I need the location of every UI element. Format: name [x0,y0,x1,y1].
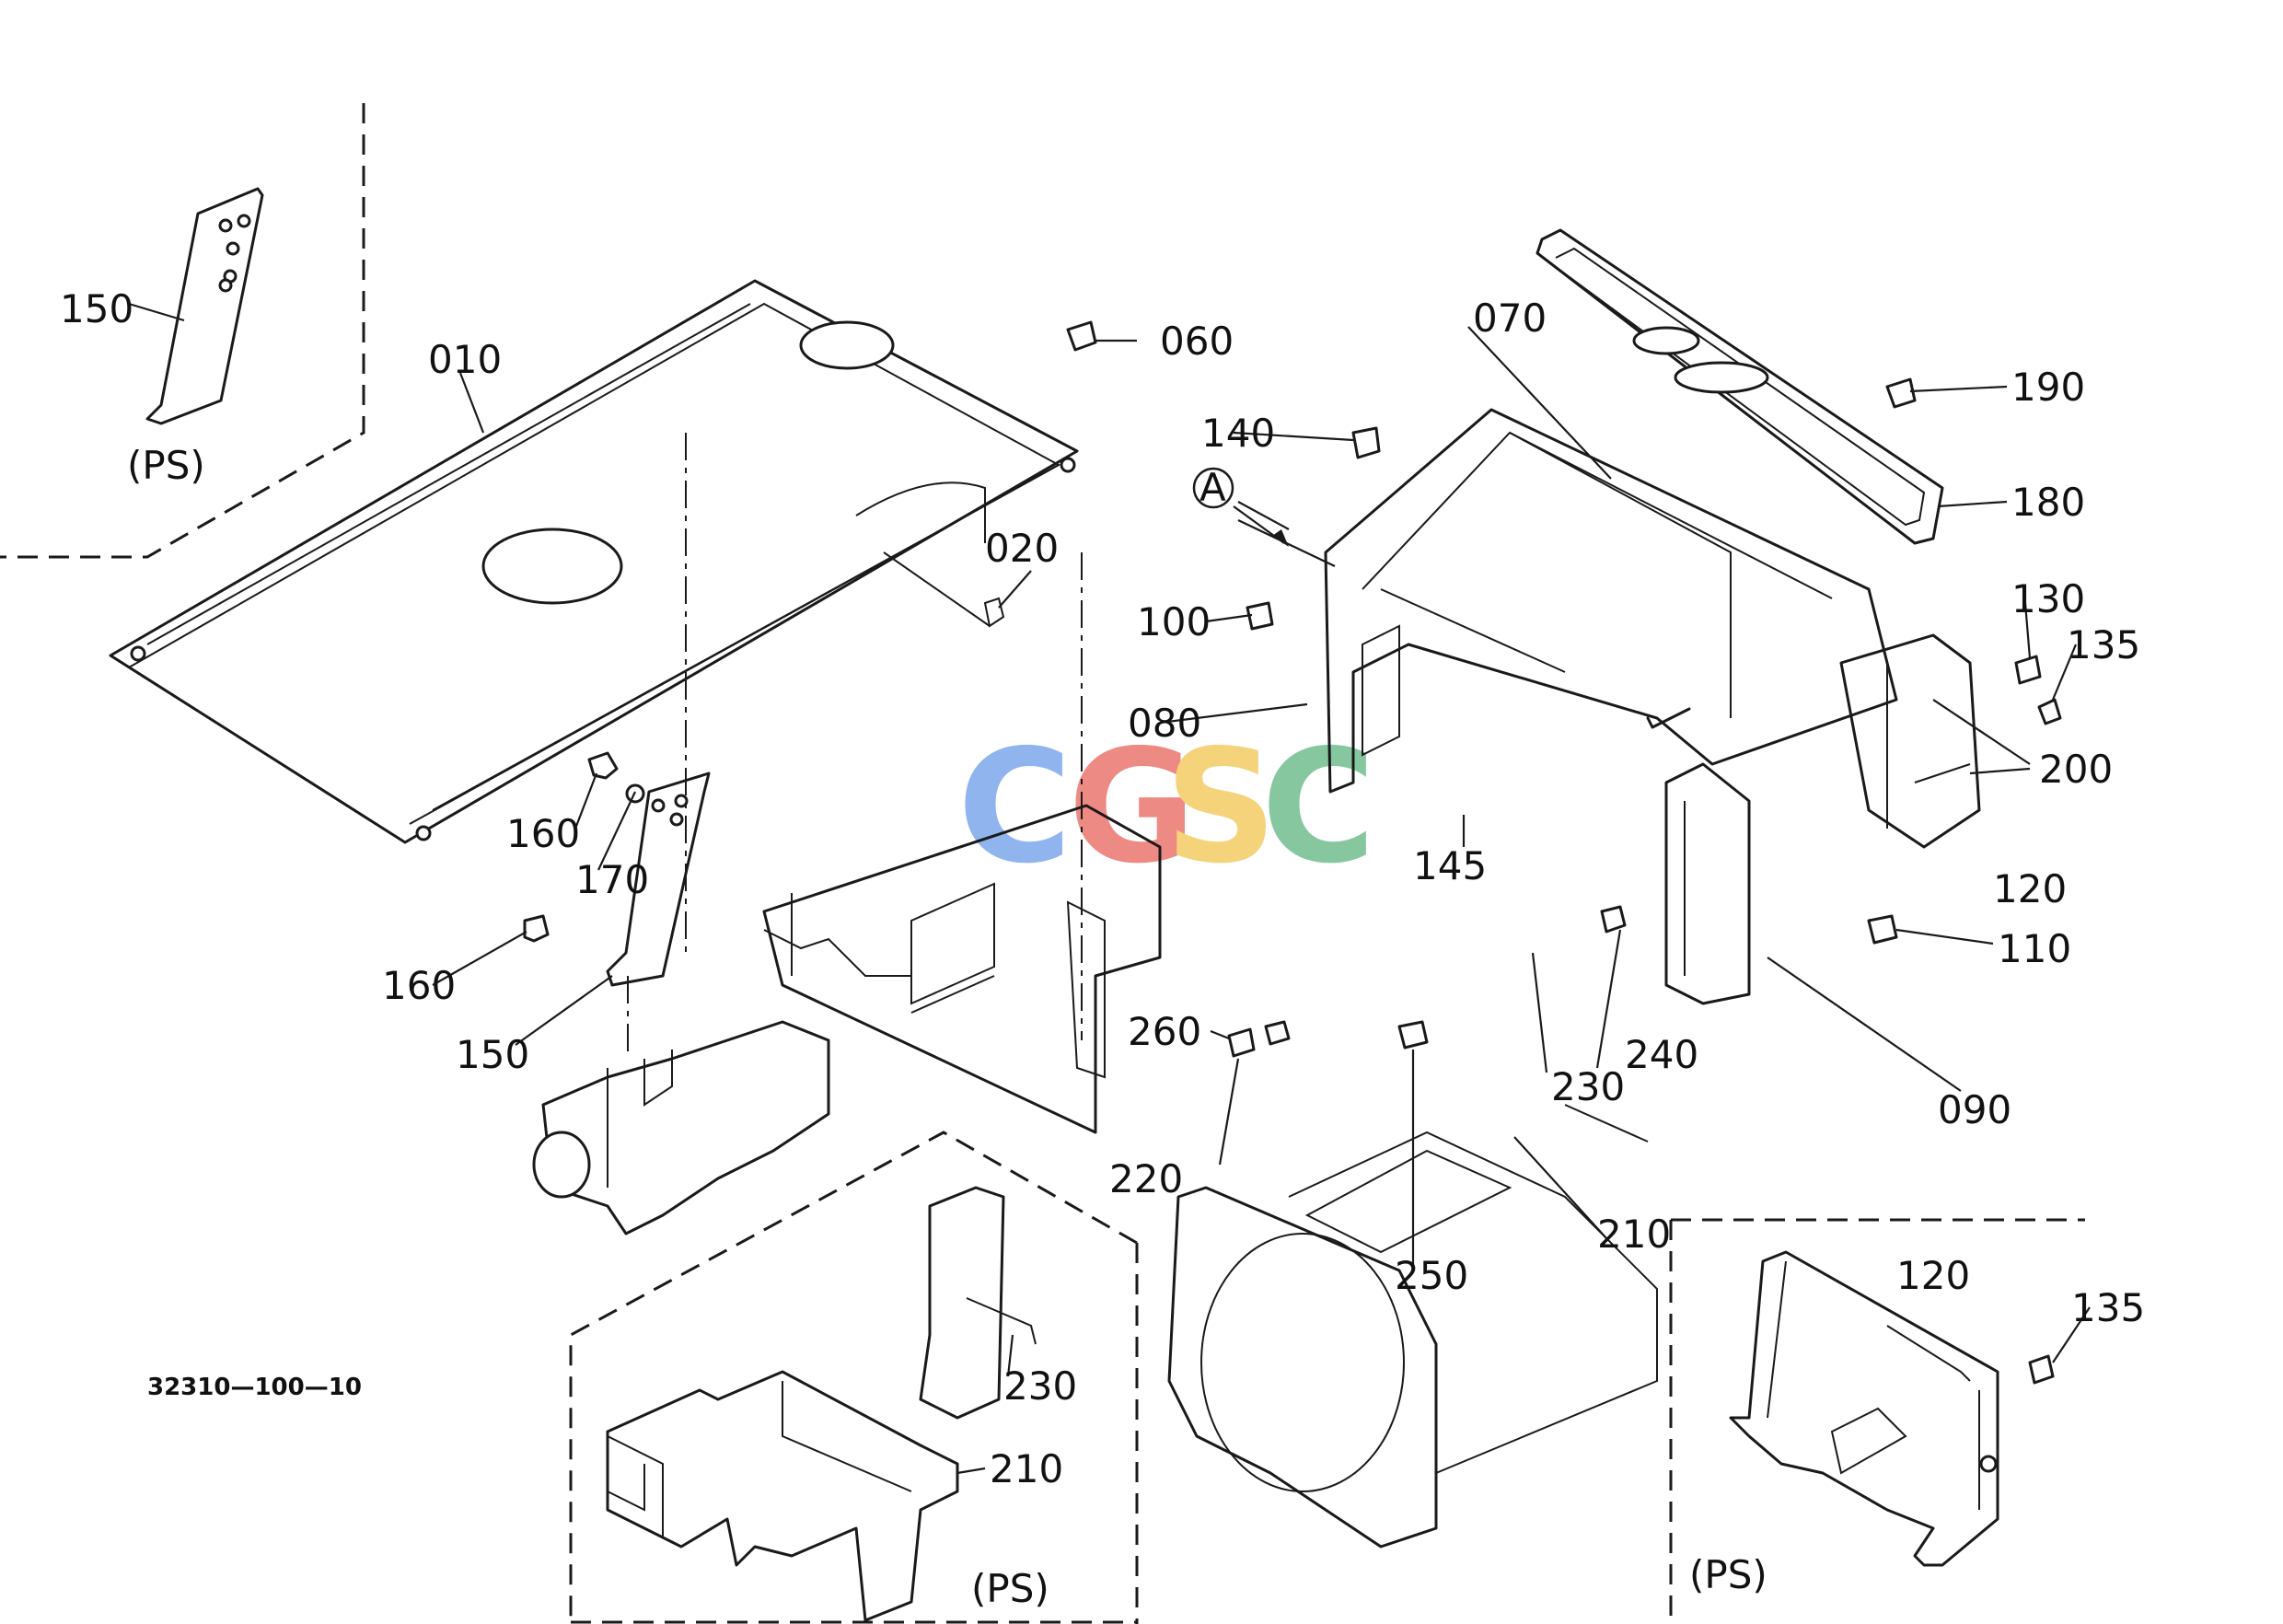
label-120-inset: 120 [1896,1253,1970,1298]
view-a-marker: A [1192,465,1289,547]
label-070: 070 [1473,296,1547,341]
label-230: 230 [1551,1064,1625,1109]
inset-top-left [0,103,365,559]
label-250: 250 [1395,1253,1468,1298]
label-200: 200 [2039,747,2113,792]
label-240: 240 [1625,1032,1698,1077]
hardware-bolts [1066,320,2062,1385]
label-150: 150 [456,1032,529,1077]
inset-bottom-center [569,1131,1139,1624]
view-a-label: A [1199,465,1226,510]
part-center-bracket [762,552,1162,1134]
label-190: 190 [2011,365,2085,410]
label-020: 020 [985,526,1059,571]
label-160-bottom: 160 [382,963,456,1008]
leader-lines [128,302,2091,1475]
label-060: 060 [1160,319,1234,364]
label-160-top: 160 [506,811,580,856]
part-transmission-housing [1167,1104,1658,1549]
label-090: 090 [1938,1087,2011,1132]
part-070-housing [1324,408,1981,1005]
drawing-code: 32310—100—10 [147,1374,362,1401]
watermark-letter-3: S [1165,716,1277,899]
label-130: 130 [2011,576,2085,621]
inset-caption-top-left: (PS) [127,443,205,488]
label-135: 135 [2067,622,2140,667]
watermark-letter-1: C [957,716,1072,899]
part-150-bracket [523,433,711,1054]
inset-caption-bottom-right: (PS) [1689,1552,1767,1597]
part-engine-block [532,1020,830,1235]
part-180-plate [1536,228,1944,545]
watermark: C G S C [957,716,1376,899]
label-120: 120 [1993,866,2067,911]
label-150-inset: 150 [60,286,133,331]
label-100: 100 [1137,599,1211,644]
part-150-inset [145,187,264,425]
inset-bottom-right [1669,1218,2085,1620]
inset-caption-bottom-center: (PS) [971,1566,1049,1611]
label-110: 110 [1998,926,2071,971]
label-135-inset: 135 [2071,1285,2145,1330]
label-220: 220 [1109,1156,1183,1201]
part-010-cover [109,279,1079,844]
part-labels: 150 010 060 020 140 070 190 180 130 135 … [60,286,2145,1491]
label-010: 010 [428,337,502,382]
part-120-inset-bracket [1729,1250,1999,1567]
label-080: 080 [1128,701,1201,746]
label-230-inset: 230 [1003,1363,1077,1409]
label-260: 260 [1128,1009,1201,1054]
part-210-inset-bracket [606,1186,1037,1622]
inset-captions: (PS) (PS) (PS) [127,443,1767,1611]
label-210: 210 [1597,1212,1671,1257]
watermark-letter-4: C [1261,716,1376,899]
label-145: 145 [1413,843,1487,888]
label-170: 170 [575,857,649,902]
label-180: 180 [2011,480,2085,525]
label-140: 140 [1201,411,1275,456]
label-210-inset: 210 [990,1446,1063,1491]
